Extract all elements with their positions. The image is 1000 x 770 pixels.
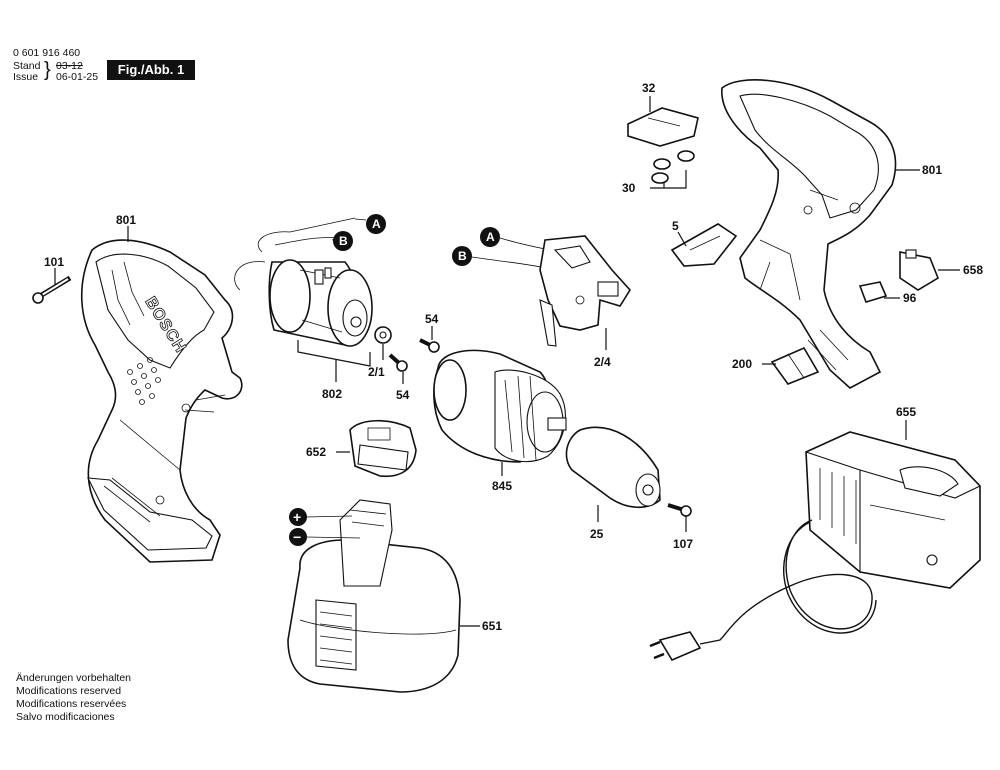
note-line: Salvo modificaciones: [16, 711, 115, 723]
label-54a: 54: [425, 312, 439, 326]
contact-part-658: [899, 249, 939, 291]
label-655: 655: [896, 405, 916, 419]
direction-slider: [670, 223, 738, 267]
label-54b: 54: [396, 388, 410, 402]
stand-value: 03-12: [56, 60, 83, 72]
stand-label: Stand: [13, 60, 41, 72]
label-845: 845: [492, 479, 512, 493]
part-number: 0 601 916 460: [13, 47, 81, 59]
label-801b: 801: [922, 163, 942, 177]
battery-charger: [805, 431, 981, 589]
drill-housing-half: BOSCH: [32, 239, 243, 563]
switch-module: [471, 235, 631, 347]
minus-terminal-label: −: [293, 529, 301, 545]
switch-buttons: [651, 150, 695, 184]
connector-a2-label: A: [486, 230, 495, 244]
label-652: 652: [306, 445, 326, 459]
note-line: Modifications reservées: [16, 698, 127, 710]
motor-assembly: [234, 217, 373, 347]
note-line: Modifications reserved: [16, 685, 122, 697]
label-sheet-200: [770, 346, 820, 385]
battery-cap: [349, 419, 417, 478]
charger-cord: [699, 519, 873, 645]
plus-terminal-badge: [289, 508, 307, 526]
issue-value: 06-01-25: [56, 71, 99, 83]
keyless-chuck: [565, 426, 661, 509]
leader-5: [677, 231, 687, 247]
connector-a-badge: [366, 214, 386, 234]
cover-plate: [627, 107, 699, 147]
note-line: Änderungen vorbehalten: [16, 672, 132, 684]
gearbox-assembly: [433, 349, 567, 463]
minus-terminal-badge: [289, 528, 307, 546]
power-plug: [649, 631, 702, 662]
label-25: 25: [590, 527, 604, 541]
label-107: 107: [673, 537, 693, 551]
leader-30: [650, 170, 687, 189]
housing-right-half: [721, 79, 897, 389]
contact-part-96: [858, 281, 888, 303]
battery-pack: [287, 499, 461, 693]
label-802: 802: [322, 387, 342, 401]
chuck-screw: [667, 503, 692, 517]
issue-label: Issue: [13, 71, 39, 83]
label-101: 101: [44, 255, 64, 269]
label-2-4: 2/4: [594, 355, 611, 369]
leader-bracket-802: [297, 340, 371, 367]
screw-101: [32, 275, 72, 304]
connector-b-label: B: [339, 234, 348, 248]
label-200: 200: [732, 357, 752, 371]
label-96: 96: [903, 291, 917, 305]
label-32: 32: [642, 81, 656, 95]
connector-a2-badge: [480, 227, 500, 247]
screw-54b: [388, 353, 408, 372]
label-658: 658: [963, 263, 983, 277]
notes-block: Änderungen vorbehalten Modifications res…: [16, 672, 131, 724]
figure-label: Fig./Abb. 1: [107, 60, 195, 80]
connector-b2-label: B: [458, 249, 467, 263]
pinion-gear: [374, 326, 392, 344]
label-5: 5: [672, 219, 679, 233]
label-651: 651: [482, 619, 502, 633]
label-801a: 801: [116, 213, 136, 227]
plus-terminal-label: +: [293, 509, 301, 525]
label-2-1: 2/1: [368, 365, 385, 379]
screw-54a: [419, 338, 440, 353]
connector-a-label: A: [372, 217, 381, 231]
brace-glyph: }: [44, 59, 51, 81]
label-30: 30: [622, 181, 636, 195]
connector-b-badge: [333, 231, 353, 251]
connector-b2-badge: [452, 246, 472, 266]
